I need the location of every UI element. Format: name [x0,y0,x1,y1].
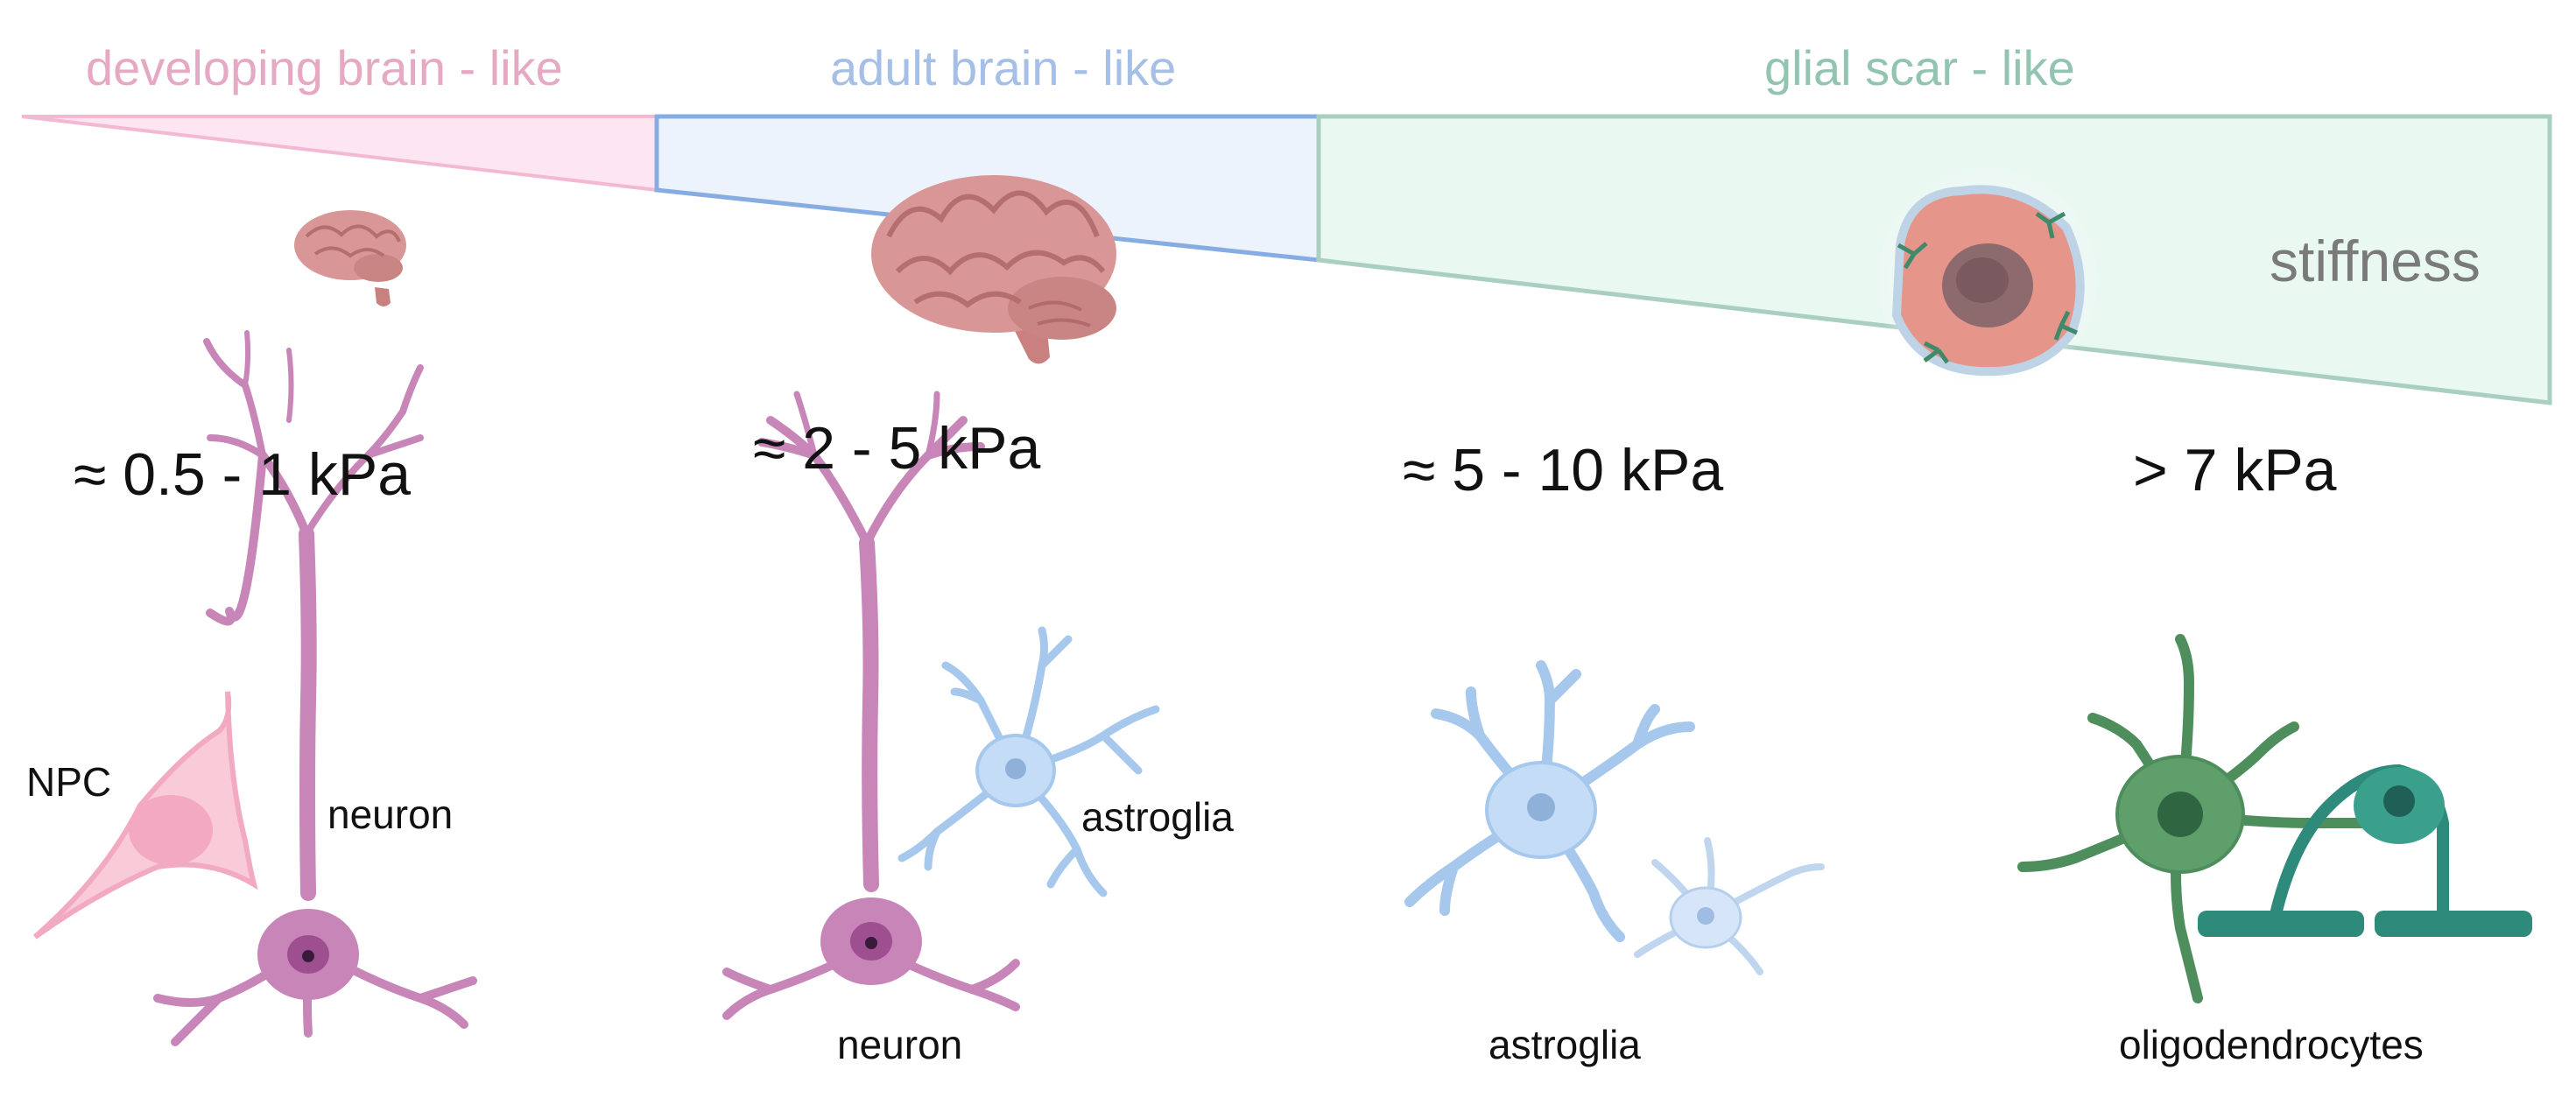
myelinating-cell [2198,764,2532,937]
brain-small-icon [294,210,406,306]
glial-scar-icon [1876,168,2100,392]
astroglia-cell-3 [1634,837,1825,975]
label-neuron-1: neuron [327,792,454,837]
region-title-glial-scar: glial scar - like [1764,40,2075,95]
label-astroglia-2: astroglia [1489,1022,1641,1067]
label-astroglia-1: astroglia [1081,794,1234,840]
brain-large-icon [871,175,1116,364]
stiffness-label: stiffness [2270,229,2481,293]
region-title-adult: adult brain - like [830,40,1177,95]
label-oligodendrocytes: oligodendrocytes [2119,1022,2424,1067]
kpa-range-developing: ≈ 0.5 - 1 kPa [74,441,412,508]
neuron-cell-1 [153,330,477,1046]
region-title-developing: developing brain - like [86,40,563,95]
label-neuron-2: neuron [837,1022,963,1067]
label-npc: NPC [26,759,112,805]
kpa-range-astroglia: ≈ 5 - 10 kPa [1403,437,1724,503]
npc-cell [33,691,258,940]
kpa-range-adult: ≈ 2 - 5 kPa [753,415,1041,482]
wedge-developing [21,115,658,193]
kpa-range-oligodendrocyte: > 7 kPa [2133,437,2337,503]
